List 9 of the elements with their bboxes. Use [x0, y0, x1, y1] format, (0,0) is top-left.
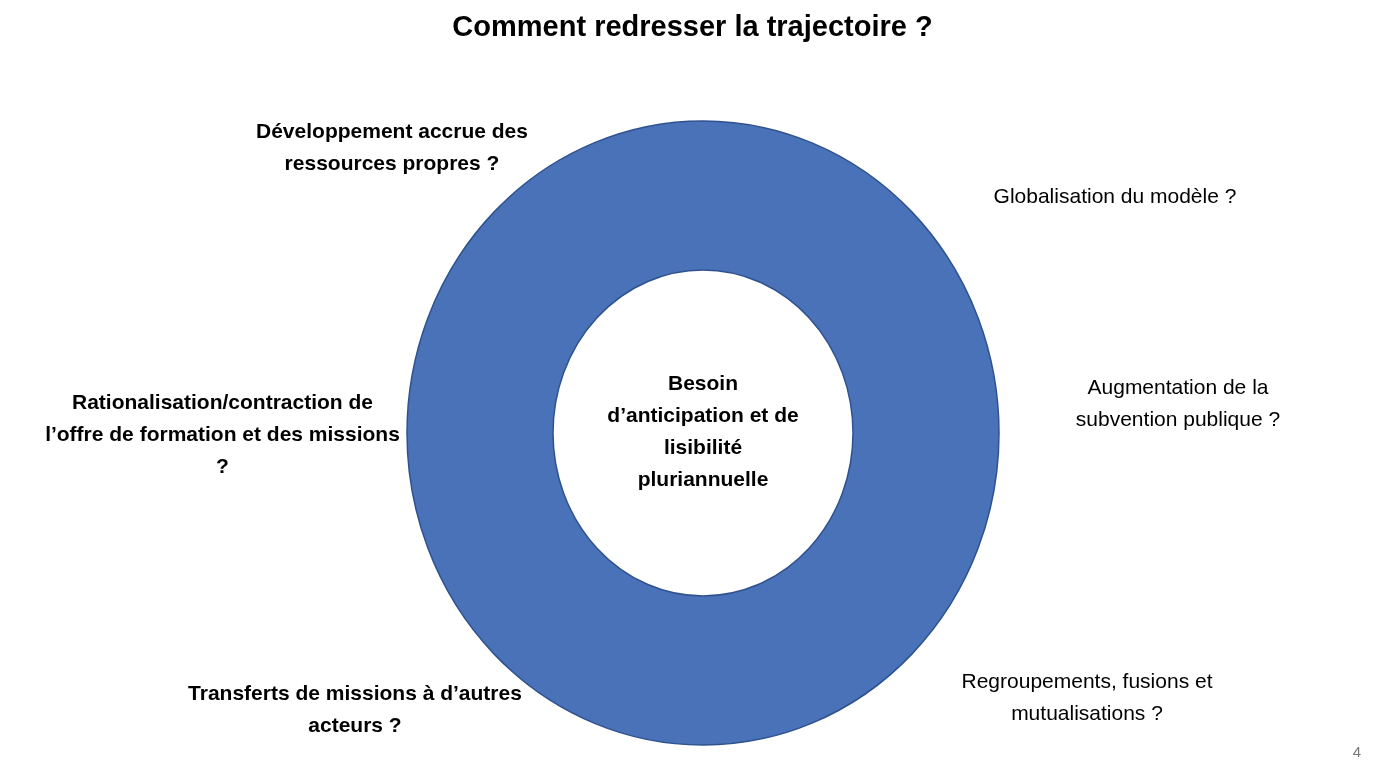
- question-text: Transferts de missions à d’autres acteurs ?: [187, 680, 523, 738]
- question-text: Rationalisation/contraction de l’offre de formation et des missions ?: [44, 389, 401, 479]
- question-text: Développement accrue des ressources propres ?: [255, 118, 529, 176]
- question-text: Regroupements, fusions et mutualisations ?: [960, 668, 1214, 726]
- title: Comment redresser la trajectoire ?: [451, 10, 934, 43]
- center-text: Besoin d’anticipation et de lisibilité pluriannuelle: [606, 370, 800, 492]
- question-text: Augmentation de la subvention publique ?: [1074, 374, 1282, 432]
- page-number: 4: [1351, 742, 1363, 762]
- question-text: Globalisation du modèle ?: [992, 183, 1238, 209]
